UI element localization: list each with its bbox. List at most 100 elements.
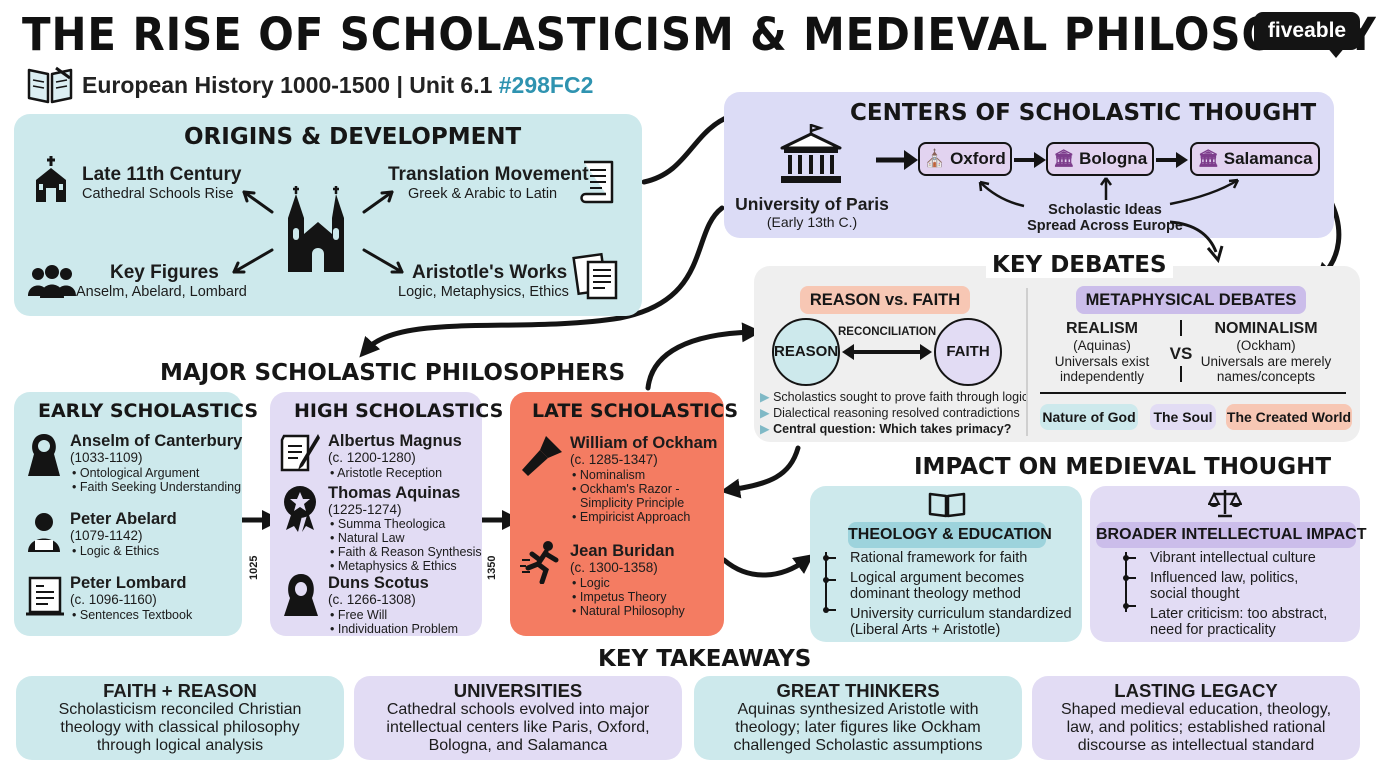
building-icon: ⛪ bbox=[924, 149, 946, 168]
broader-point: Vibrant intellectual culture bbox=[1150, 550, 1316, 566]
metaphysical-rule bbox=[1040, 392, 1346, 394]
city-bologna[interactable]: 🏛 Bologna bbox=[1046, 142, 1154, 176]
person-dates: (1033-1109) bbox=[70, 450, 143, 465]
takeaway-title: GREAT THINKERS bbox=[776, 680, 940, 701]
paris-date: (Early 13th C.) bbox=[766, 214, 858, 230]
takeaway-line: theology with classical philosophy bbox=[60, 719, 300, 736]
tree-connector bbox=[1123, 552, 1136, 612]
person-point: • Logic bbox=[572, 576, 610, 590]
takeaway-card: GREAT THINKERS Aquinas synthesized Arist… bbox=[694, 676, 1022, 760]
person-dates: (c. 1300-1358) bbox=[570, 560, 658, 575]
fiveable-logo[interactable]: fiveable bbox=[1254, 12, 1360, 50]
year-label-1025: 1025 bbox=[248, 555, 260, 580]
late-title: LATE SCHOLASTICS bbox=[532, 400, 739, 422]
person-dates: (c. 1200-1280) bbox=[328, 450, 416, 465]
person-point: • Ockham's Razor - bbox=[572, 482, 680, 496]
takeaway-card: FAITH + REASON Scholasticism reconciled … bbox=[16, 676, 344, 760]
theology-point: Rational framework for faith bbox=[850, 550, 1028, 566]
book-icon bbox=[27, 66, 73, 104]
reason-faith-title: REASON vs. FAITH bbox=[800, 286, 970, 314]
broader-point: social thought bbox=[1150, 586, 1240, 602]
high-scholastics-panel: HIGH SCHOLASTICS Albertus Magnus (c. 120… bbox=[270, 392, 503, 636]
nominalism-who: (Ockham) bbox=[1236, 338, 1296, 353]
philosophers-title: MAJOR SCHOLASTIC PHILOSOPHERS bbox=[160, 360, 626, 386]
person-point: • Individuation Problem bbox=[330, 622, 459, 636]
person-dates: (1079-1142) bbox=[70, 528, 143, 543]
takeaway-line: Aquinas synthesized Aristotle with bbox=[737, 701, 979, 718]
broader-point: need for practicality bbox=[1150, 622, 1276, 638]
theology-title: THEOLOGY & EDUCATION bbox=[848, 522, 1052, 548]
origins-title: ORIGINS & DEVELOPMENT bbox=[184, 124, 522, 150]
broader-point: Influenced law, politics, bbox=[1150, 570, 1299, 586]
spread-line1: Scholastic Ideas bbox=[1048, 202, 1162, 218]
reason-faith-point: ▶ Dialectical reasoning resolved contrad… bbox=[760, 406, 1020, 420]
person-point: • Metaphysics & Ethics bbox=[330, 559, 457, 573]
person-name: Thomas Aquinas bbox=[328, 484, 461, 502]
city-oxford[interactable]: ⛪ Oxford bbox=[918, 142, 1012, 176]
spread-arrows bbox=[978, 177, 1240, 208]
city-salamanca[interactable]: 🏛 Salamanca bbox=[1190, 142, 1320, 176]
vs-divider-bottom bbox=[1180, 366, 1182, 382]
takeaway-line: challenged Scholastic assumptions bbox=[733, 737, 983, 754]
person-name: Anselm of Canterbury bbox=[70, 432, 243, 450]
person-point: • Faith & Reason Synthesis bbox=[330, 545, 482, 559]
vs-divider-top bbox=[1180, 320, 1182, 336]
tower-icon: 🏛 bbox=[1052, 149, 1075, 168]
person-name: Jean Buridan bbox=[570, 542, 675, 560]
scales-icon bbox=[1208, 490, 1242, 518]
arrow-debates-to-late bbox=[720, 445, 801, 499]
person-point: • Free Will bbox=[330, 608, 388, 622]
arrow-late-to-impact bbox=[721, 554, 815, 578]
takeaway-line: intellectual centers like Paris, Oxford, bbox=[386, 719, 650, 736]
person-point: • Ontological Argument bbox=[72, 466, 200, 480]
temple-icon: 🏛 bbox=[1197, 149, 1219, 168]
origins-connector-arrows bbox=[232, 190, 404, 274]
person-point: • Aristotle Reception bbox=[330, 466, 443, 480]
double-arrow bbox=[842, 344, 932, 360]
person-name: Peter Lombard bbox=[70, 574, 187, 592]
debates-title: KEY DEBATES bbox=[986, 252, 1173, 278]
person-point: • Natural Law bbox=[330, 531, 405, 545]
broader-point: Later criticism: too abstract, bbox=[1150, 606, 1328, 622]
reason-circle: REASON bbox=[772, 318, 840, 386]
origins-item-desc: Cathedral Schools Rise bbox=[82, 186, 234, 202]
cathedral-icon bbox=[36, 156, 66, 202]
takeaway-line: through logical analysis bbox=[96, 737, 264, 754]
subtitle-text: European History 1000-1500 | Unit 6.1 bbox=[82, 72, 493, 98]
university-icon bbox=[780, 123, 842, 183]
metaphysical-title: METAPHYSICAL DEBATES bbox=[1076, 286, 1306, 314]
bullet-icon: ▶ bbox=[760, 422, 774, 436]
takeaway-title: LASTING LEGACY bbox=[1114, 680, 1278, 701]
reason-faith-point: ▶ Central question: Which takes primacy? bbox=[760, 422, 1012, 436]
theology-point: University curriculum standardized bbox=[850, 606, 1072, 622]
early-scholastics-panel: EARLY SCHOLASTICS Anselm of Canterbury (… bbox=[14, 392, 258, 636]
textbook-icon bbox=[26, 576, 64, 616]
reason-faith-point: ▶ Scholastics sought to prove faith thro… bbox=[760, 390, 1029, 404]
reconciliation-label: RECONCILIATION bbox=[838, 326, 937, 338]
person-name: Peter Abelard bbox=[70, 510, 177, 528]
hooded-figure-icon bbox=[284, 574, 318, 616]
origins-item-title: Aristotle's Works bbox=[412, 262, 568, 283]
arrow-bologna-to-salamanca bbox=[1156, 152, 1188, 168]
documents-icon bbox=[572, 252, 618, 300]
takeaway-title: UNIVERSITIES bbox=[453, 680, 583, 701]
person-dates: (c. 1266-1308) bbox=[328, 592, 416, 607]
person-point: • Empiricist Approach bbox=[572, 510, 691, 524]
debates-panel: KEY DEBATES REASON vs. FAITH REASON FAIT… bbox=[754, 252, 1360, 442]
person-point: • Impetus Theory bbox=[572, 590, 667, 604]
quill-document-icon bbox=[280, 434, 320, 472]
arrow-oxford-to-bologna bbox=[1014, 152, 1046, 168]
takeaway-line: Bologna, and Salamanca bbox=[428, 737, 608, 754]
spread-line2: Spread Across Europe bbox=[1027, 218, 1183, 234]
tag-created-world: The Created World bbox=[1226, 404, 1352, 430]
bullet-icon: ▶ bbox=[760, 406, 774, 420]
city-name: Bologna bbox=[1079, 149, 1148, 168]
impact-title: IMPACT ON MEDIEVAL THOUGHT bbox=[914, 454, 1332, 480]
group-icon bbox=[28, 265, 76, 298]
scholar-icon bbox=[28, 513, 60, 552]
takeaway-line: discourse as intellectual standard bbox=[1077, 737, 1315, 754]
tag-nature-of-god: Nature of God bbox=[1040, 404, 1138, 430]
takeaway-line: Cathedral schools evolved into major bbox=[386, 701, 650, 718]
realism-desc: Universals exist bbox=[1054, 354, 1150, 369]
arrow-paris-to-philosophers bbox=[359, 205, 725, 358]
